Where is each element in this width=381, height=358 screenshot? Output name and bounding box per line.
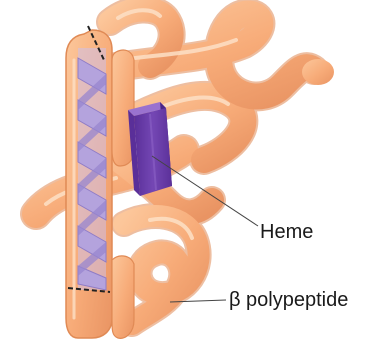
heme-group <box>128 102 172 196</box>
heme-label: Heme <box>260 221 313 243</box>
alpha-helix <box>78 48 106 290</box>
beta-polypeptide-label: β polypeptide <box>229 289 348 311</box>
chain-terminal-bulb <box>302 59 334 85</box>
